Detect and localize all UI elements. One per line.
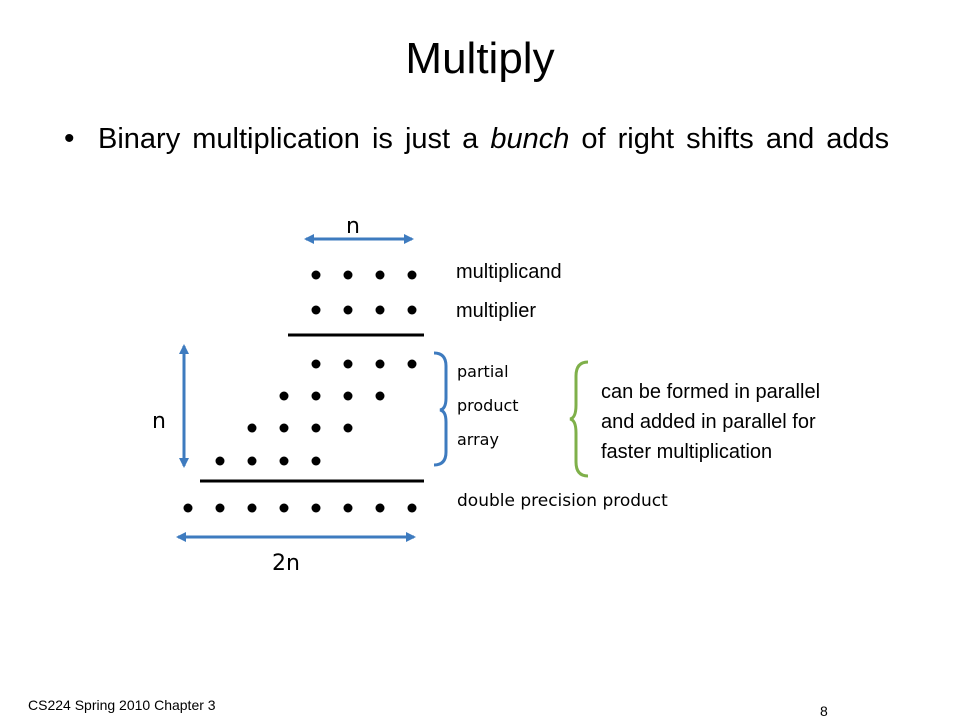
partial-label-line2: product bbox=[457, 396, 519, 415]
bit-dot bbox=[343, 270, 353, 280]
parallel-note-line1: can be formed in parallel bbox=[601, 381, 821, 403]
bit-dot bbox=[279, 423, 289, 433]
bit-dot bbox=[375, 359, 385, 369]
top-width-label: n bbox=[346, 214, 360, 239]
bit-dot bbox=[279, 503, 289, 513]
bit-dot bbox=[407, 359, 417, 369]
bit-dot bbox=[247, 423, 257, 433]
bit-dot bbox=[279, 391, 289, 401]
bit-dot bbox=[343, 359, 353, 369]
bit-dot bbox=[375, 270, 385, 280]
bit-dot bbox=[311, 391, 321, 401]
parallel-note-line2: and added in parallel for bbox=[601, 411, 816, 433]
bit-dot bbox=[215, 456, 225, 466]
bit-dot bbox=[343, 391, 353, 401]
bit-dot bbox=[375, 503, 385, 513]
bit-dot bbox=[311, 503, 321, 513]
bit-dot bbox=[311, 305, 321, 315]
bit-dot bbox=[343, 503, 353, 513]
multiplier-dots bbox=[311, 305, 417, 315]
parallel-note-brace bbox=[569, 360, 589, 478]
bit-dot bbox=[247, 456, 257, 466]
bit-dot bbox=[215, 503, 225, 513]
partial-label-line3: array bbox=[457, 430, 499, 449]
bit-dot bbox=[183, 503, 193, 513]
bit-dot bbox=[247, 503, 257, 513]
product-dots bbox=[183, 503, 417, 513]
bullet-text: Binary multiplication is just a bunch of… bbox=[98, 122, 898, 156]
multiplicand-dots bbox=[311, 270, 417, 280]
bit-dot bbox=[407, 270, 417, 280]
bit-dot bbox=[343, 305, 353, 315]
bit-dot bbox=[311, 270, 321, 280]
bullet-marker: • bbox=[64, 122, 75, 155]
slide-title: Multiply bbox=[405, 34, 555, 83]
footer-course: CS224 Spring 2010 Chapter 3 bbox=[28, 697, 216, 713]
bullet-text-after: of right shifts and adds bbox=[569, 123, 890, 155]
bit-dot bbox=[407, 305, 417, 315]
bullet-text-before: Binary multiplication is just a bbox=[98, 123, 491, 155]
bullet-emphasis: bunch bbox=[490, 123, 570, 155]
partial-product-brace bbox=[433, 351, 448, 467]
bit-dot bbox=[279, 456, 289, 466]
bit-dot bbox=[375, 391, 385, 401]
partial-label-line1: partial bbox=[457, 362, 509, 381]
bit-dot bbox=[311, 359, 321, 369]
parallel-note: can be formed in parallel and added in p… bbox=[601, 377, 820, 467]
parallel-note-line3: faster multiplication bbox=[601, 441, 773, 463]
footer-page-number: 8 bbox=[820, 703, 828, 719]
product-label: double precision product bbox=[457, 491, 668, 511]
bit-dot bbox=[343, 423, 353, 433]
bit-dot bbox=[407, 503, 417, 513]
bit-dot bbox=[311, 423, 321, 433]
multiplicand-label: multiplicand bbox=[456, 261, 562, 283]
left-height-label: n bbox=[152, 409, 166, 434]
bottom-width-label: 2n bbox=[272, 551, 300, 576]
bit-dot bbox=[311, 456, 321, 466]
bit-dot bbox=[375, 305, 385, 315]
multiplier-label: multiplier bbox=[456, 300, 537, 322]
partial-product-dots bbox=[215, 359, 417, 466]
